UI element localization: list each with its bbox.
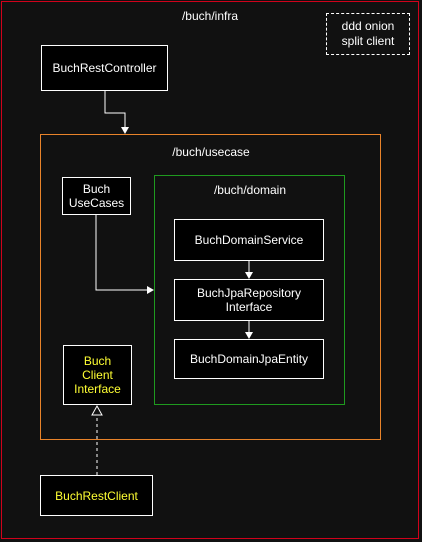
usecase-layer-frame (40, 134, 381, 440)
buch-jpa-repository-node[interactable]: BuchJpaRepository Interface (174, 279, 324, 321)
arrowhead-controller-to-usecase (121, 127, 129, 134)
edge-usecases-to-domain (95, 215, 148, 291)
buch-domain-service-node[interactable]: BuchDomainService (174, 219, 324, 261)
edge-controller-to-usecase (104, 91, 126, 128)
buch-rest-controller-node[interactable]: BuchRestController (41, 45, 168, 91)
domain-layer-title: /buch/domain (213, 183, 287, 197)
hollow-arrowhead-realization (91, 404, 103, 416)
buch-usecases-node[interactable]: Buch UseCases (62, 177, 131, 215)
usecase-layer-title: /buch/usecase (172, 145, 250, 159)
note-box: ddd onion split client (326, 13, 410, 55)
arrowhead-service-to-repository (245, 272, 253, 279)
arrowhead-usecases-to-domain (147, 286, 154, 294)
arrowhead-repository-to-entity (245, 332, 253, 339)
buch-rest-client-node[interactable]: BuchRestClient (40, 475, 153, 516)
infra-layer-title: /buch/infra (181, 9, 239, 23)
buch-client-interface-node[interactable]: Buch Client Interface (63, 345, 132, 405)
domain-layer-frame (154, 175, 345, 405)
buch-domain-jpa-entity-node[interactable]: BuchDomainJpaEntity (174, 339, 324, 379)
